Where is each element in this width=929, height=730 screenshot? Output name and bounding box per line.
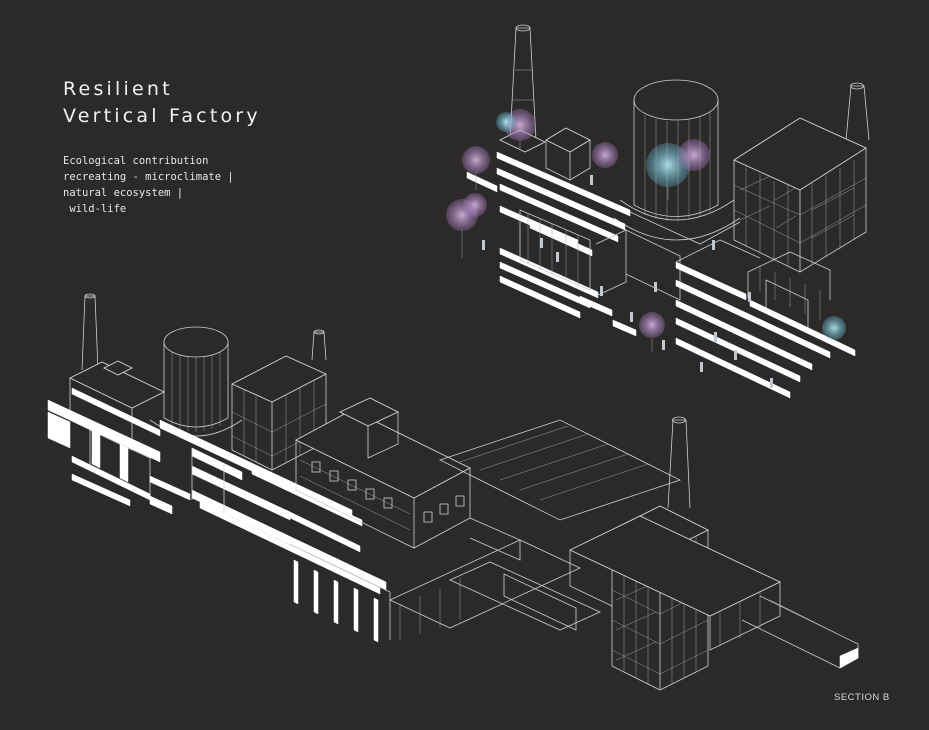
tree-icon	[496, 112, 516, 132]
sheet-title: Resilient Vertical Factory	[63, 76, 261, 130]
description-line-3: natural ecosystem |	[63, 187, 184, 199]
floor-slabs-lower-right	[675, 239, 856, 399]
chimney-right	[845, 82, 870, 141]
description-line-4: wild-life	[63, 203, 127, 215]
right-tower-frame	[733, 117, 867, 273]
trees-upper	[446, 109, 846, 352]
chimney-main-right	[667, 416, 691, 509]
chimney-small	[311, 329, 327, 361]
title-line-2: Vertical Factory	[63, 105, 261, 127]
chimney-left	[509, 24, 537, 141]
silo-lower	[149, 326, 243, 437]
right-lower-platform	[389, 419, 682, 640]
tree-icon	[463, 193, 487, 217]
description-line-1: Ecological contribution	[63, 155, 209, 167]
people-figures	[482, 175, 773, 388]
central-building	[295, 397, 471, 549]
chimney-far-left	[81, 293, 99, 371]
title-line-1: Resilient	[63, 78, 173, 100]
description-line-2: recreating - microclimate |	[63, 171, 234, 183]
mid-volumes	[519, 209, 741, 301]
tower-lower-left	[230, 355, 328, 471]
tree-icon	[462, 146, 490, 174]
floor-slabs-upper	[466, 151, 637, 337]
section-label: SECTION B	[834, 692, 890, 703]
tree-icon	[822, 316, 846, 340]
tree-icon	[678, 139, 710, 171]
left-block	[47, 360, 191, 515]
tree-icon	[592, 142, 618, 168]
silo-cylinder	[613, 79, 741, 241]
description-text: Ecological contribution recreating - mic…	[63, 153, 234, 217]
central-floor-slabs	[159, 419, 391, 643]
tree-icon	[639, 312, 665, 338]
right-roof-block	[568, 515, 859, 669]
main-axonometric-view	[47, 293, 859, 691]
exploded-axonometric-view	[446, 24, 870, 399]
